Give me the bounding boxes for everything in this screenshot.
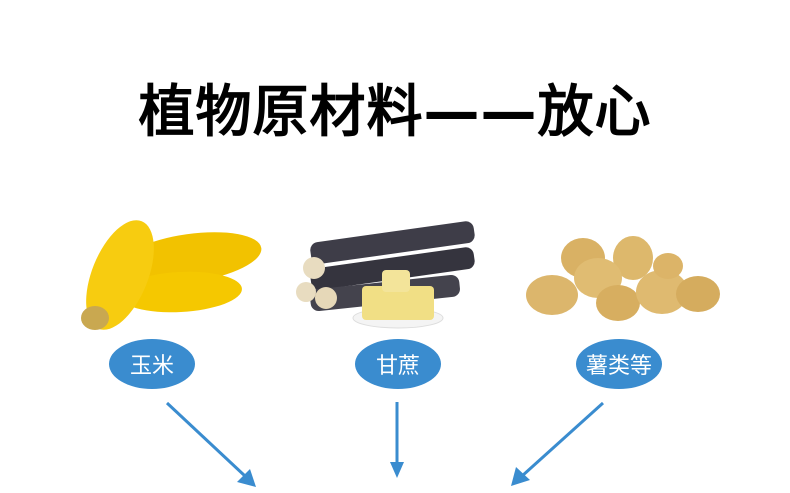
label-corn: 玉米: [109, 339, 195, 389]
arrow-corn: [165, 401, 247, 478]
sugarcane-image: [296, 221, 475, 329]
potatoes-image: [526, 236, 720, 321]
label-sugarcane: 甘蔗: [355, 339, 441, 389]
label-potatoes: 薯类等: [576, 339, 662, 389]
page-title: 植物原材料——放心: [138, 80, 652, 145]
corn-image: [81, 220, 262, 330]
arrows: [165, 401, 605, 487]
arrow-potatoes: [520, 401, 605, 478]
